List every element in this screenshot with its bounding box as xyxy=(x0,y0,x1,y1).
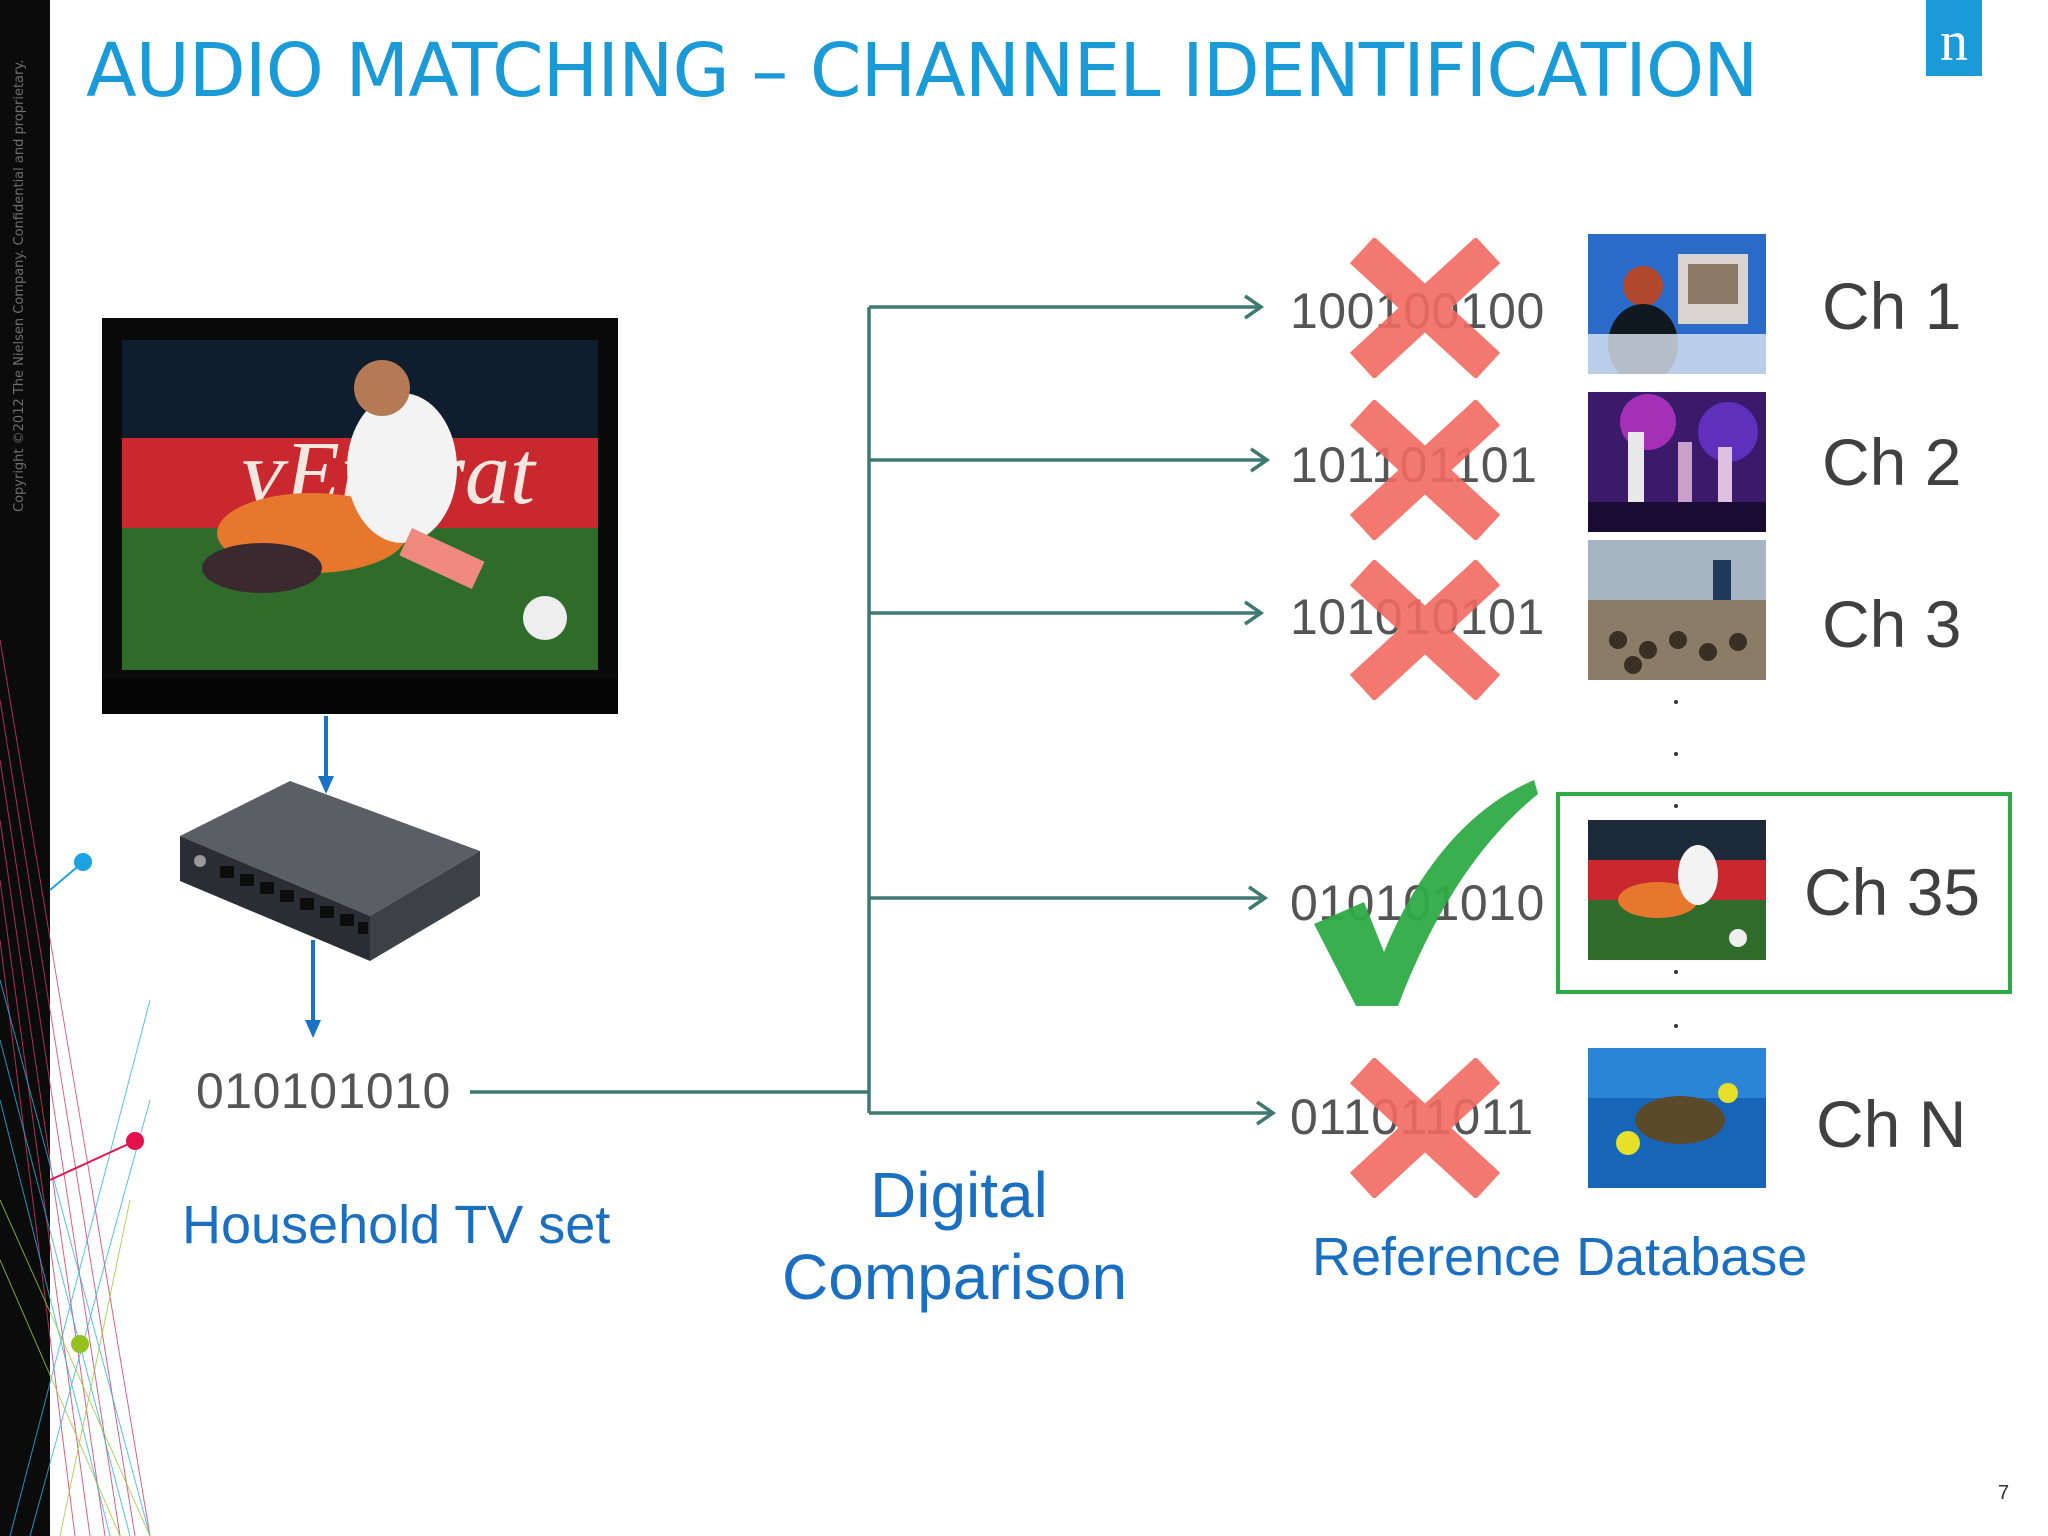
no-match-cross-icon xyxy=(1350,1058,1500,1198)
audio-meter-device-image xyxy=(180,781,480,961)
reference-database-label: Reference Database xyxy=(1312,1227,1808,1287)
nielsen-logo: n xyxy=(1926,0,1982,76)
channel-label-ch1: Ch 1 xyxy=(1822,269,1962,343)
decor-dot-blue xyxy=(74,853,92,871)
decorative-mesh-graphic xyxy=(0,639,151,1536)
decor-dot-green xyxy=(71,1335,89,1353)
decor-dot-red xyxy=(126,1132,144,1150)
channel-label-ch3: Ch 3 xyxy=(1822,587,1962,661)
ch2-concert-thumbnail xyxy=(1588,392,1766,532)
tv-to-meter-arrow xyxy=(318,716,334,794)
ch3-battle-scene-thumbnail xyxy=(1588,540,1766,680)
chn-sea-turtle-thumbnail xyxy=(1588,1048,1766,1188)
no-match-cross-icon xyxy=(1350,238,1500,378)
channel-label-ch2: Ch 2 xyxy=(1822,425,1962,499)
match-highlight-box xyxy=(1556,792,2012,994)
ch35-football-thumbnail xyxy=(1588,820,1766,960)
meter-to-signature-arrow xyxy=(305,940,321,1038)
no-match-cross-icon xyxy=(1350,400,1500,540)
match-check-icon xyxy=(1314,780,1538,1006)
ch1-news-thumbnail xyxy=(1588,234,1766,374)
no-match-cross-icon xyxy=(1350,560,1500,700)
household-signature: 010101010 xyxy=(196,1063,451,1119)
digital-comparison-label-line1: Digital xyxy=(870,1159,1048,1231)
slide-title: AUDIO MATCHING – CHANNEL IDENTIFICATION xyxy=(86,28,1758,114)
household-tv-label: Household TV set xyxy=(182,1195,611,1255)
household-tv-image: ɣEmirat xyxy=(102,318,618,714)
page-number: 7 xyxy=(1998,1482,2010,1504)
channel-label-chn: Ch N xyxy=(1816,1087,1967,1161)
digital-comparison-label-line2: Comparison xyxy=(782,1241,1128,1313)
comparison-connector-tree xyxy=(470,294,1277,1126)
ellipsis-dots xyxy=(1674,690,1682,1040)
channel-label-ch35: Ch 35 xyxy=(1804,855,1981,929)
